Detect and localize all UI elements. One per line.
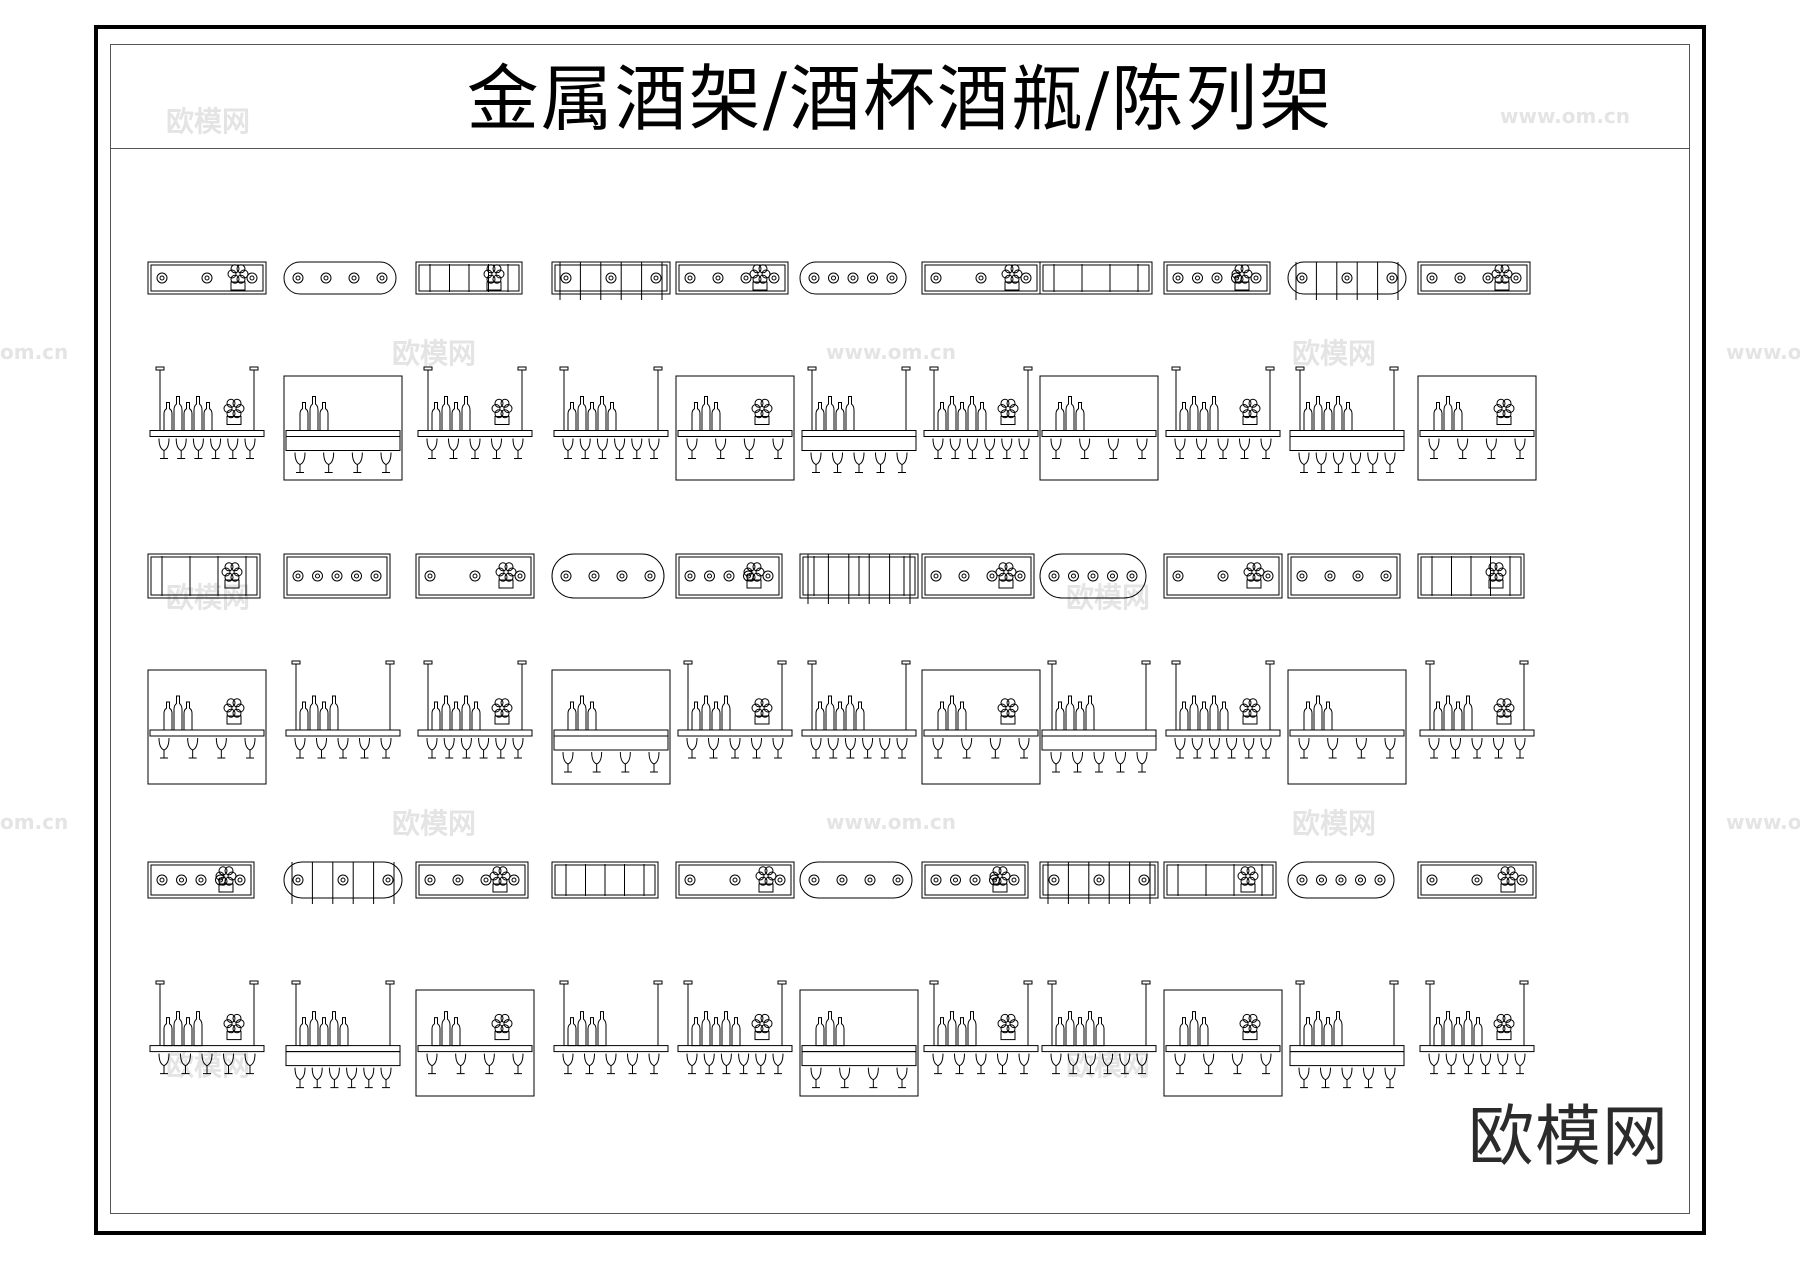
watermark-text: 欧模网 [392,807,477,840]
rack-plan-block [1287,861,1395,899]
rack-elevation-block [1041,660,1157,773]
rack-elevation-block [1165,366,1281,459]
rack-plan-block [1163,861,1277,899]
rack-elevation-block [801,660,917,759]
rack-plan-block [921,553,1035,599]
watermark-url: www.om.cn [1500,104,1631,128]
rack-plan-block [551,261,671,300]
drawing-sheet-outer-border [94,25,1706,1235]
rack-elevation-block [677,980,793,1075]
rack-plan-block [415,553,535,599]
rack-elevation-block [551,669,671,785]
rack-plan-block [921,861,1029,899]
watermark-text: 欧模网 [1292,337,1377,370]
rack-elevation-block [1163,989,1283,1097]
rack-elevation-block [417,366,533,459]
watermark-text: 欧模网 [166,105,251,138]
rack-plan-block [1039,553,1147,599]
rack-plan-block [799,553,919,604]
rack-elevation-block [677,660,793,759]
rack-plan-block [283,861,403,904]
rack-plan-block [415,861,529,899]
rack-elevation-block [417,660,533,759]
rack-elevation-block [149,980,265,1075]
rack-plan-block [1039,861,1159,904]
rack-plan-block [921,261,1041,295]
rack-elevation-block [1041,980,1157,1075]
rack-elevation-block [553,980,669,1075]
rack-plan-block [147,861,255,899]
rack-plan-block [283,261,397,295]
rack-plan-block [415,261,523,295]
rack-plan-block [799,261,907,295]
rack-plan-block [799,861,913,899]
watermark-text: 欧模网 [1292,807,1377,840]
rack-elevation-block [1419,660,1535,759]
rack-plan-block [675,553,783,599]
brand-stamp: 欧模网 [1468,1098,1669,1175]
rack-elevation-block [553,366,669,459]
rack-plan-block [1163,261,1271,295]
rack-plan-block [551,861,659,899]
rack-elevation-block [1287,669,1407,785]
rack-elevation-block [1289,366,1405,473]
rack-elevation-block [147,669,267,785]
sheet-title: 金属酒架/酒杯酒瓶/陈列架 [466,57,1334,141]
watermark-text: 欧模网 [392,337,477,370]
rack-plan-block [147,553,261,599]
rack-plan-block [1417,261,1531,295]
rack-plan-block [1287,553,1401,599]
title-divider [111,148,1689,149]
rack-elevation-block [1039,375,1159,481]
rack-elevation-block [1417,375,1537,481]
rack-plan-block [1163,553,1283,599]
rack-elevation-block [285,980,401,1089]
rack-plan-block [675,261,789,295]
rack-elevation-block [923,980,1039,1075]
rack-plan-block [1039,261,1153,295]
rack-elevation-block [415,989,535,1097]
rack-elevation-block [285,660,401,759]
rack-elevation-block [1289,980,1405,1089]
rack-plan-block [1287,261,1407,300]
rack-elevation-block [1165,660,1281,759]
rack-elevation-block [149,366,265,459]
rack-plan-block [147,261,267,295]
drawing-sheet-inner-border [110,44,1690,1214]
watermark-url: www.om.cn [1726,810,1800,834]
rack-elevation-block [799,989,919,1097]
rack-elevation-block [283,375,403,481]
rack-plan-block [1417,861,1537,899]
rack-plan-block [1417,553,1525,599]
rack-plan-block [551,553,665,599]
rack-plan-block [675,861,795,899]
rack-plan-block [283,553,391,599]
rack-elevation-block [1419,980,1535,1075]
watermark-url: om.cn [0,810,69,834]
rack-elevation-block [921,669,1041,785]
rack-elevation-block [675,375,795,481]
watermark-url: www.om.cn [826,810,957,834]
watermark-url: www.om.cn [1726,340,1800,364]
watermark-url: om.cn [0,340,69,364]
rack-elevation-block [923,366,1039,459]
watermark-url: www.om.cn [826,340,957,364]
rack-elevation-block [801,366,917,473]
